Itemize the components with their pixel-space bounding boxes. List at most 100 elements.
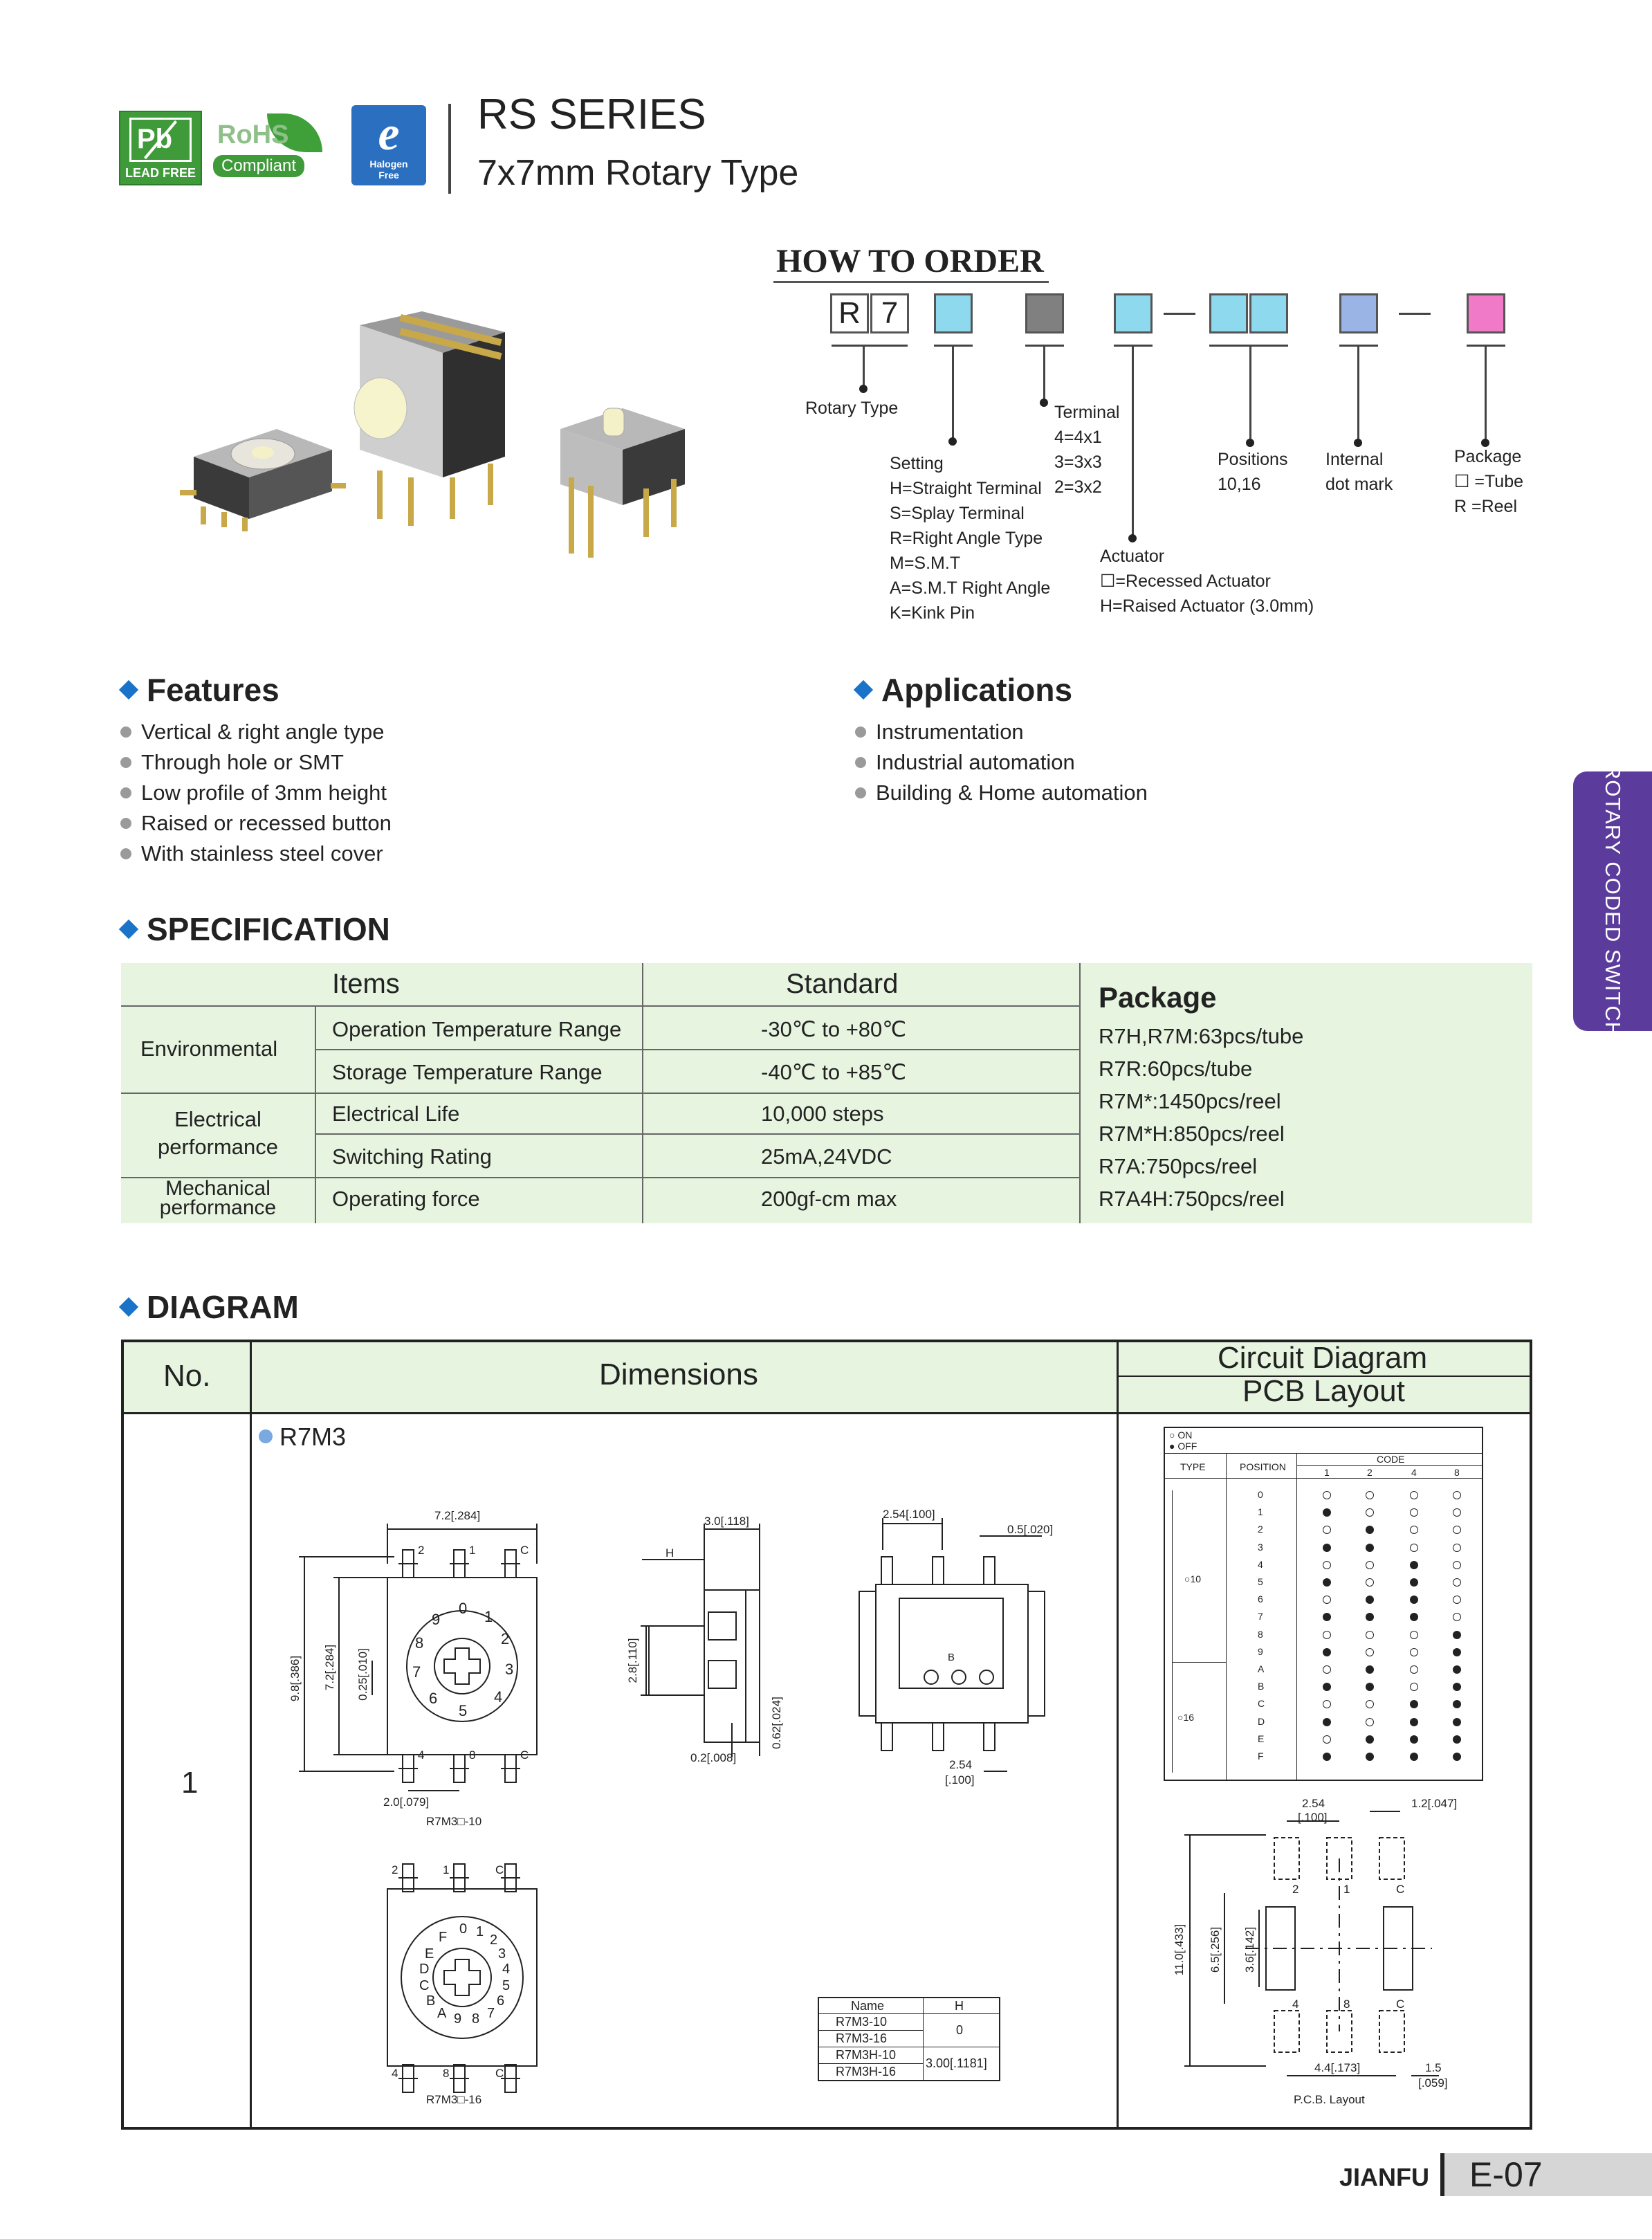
leader-underline-positions bbox=[1209, 345, 1288, 347]
how-to-order-title: HOW TO ORDER bbox=[776, 243, 1044, 280]
product-photo bbox=[180, 311, 685, 558]
dial-label: 7 bbox=[487, 2006, 495, 2021]
lead-free-badge: Pb LEAD FREE bbox=[119, 111, 202, 185]
leader-underline-rotary bbox=[832, 345, 908, 347]
dial-label: 8 bbox=[415, 1634, 423, 1652]
tt-code-col: 1 bbox=[1324, 1467, 1330, 1478]
switch-small-image bbox=[180, 429, 346, 531]
diamond-icon bbox=[118, 1297, 139, 1317]
package-line: R7A:750pcs/reel bbox=[1099, 1154, 1258, 1178]
tt-off-dot bbox=[1453, 1700, 1461, 1709]
spec-col-line bbox=[1079, 963, 1081, 1223]
tt-on-dot bbox=[1453, 1596, 1461, 1605]
pcb-top-right: 1.2[.047] bbox=[1411, 1797, 1457, 1810]
dial-label: A bbox=[437, 2006, 447, 2021]
tt-off-dot bbox=[1323, 1613, 1331, 1622]
pin-label: 8 bbox=[469, 1748, 475, 1762]
truth-table: ○ ON ● OFF TYPE POSITION CODE 1 2 4 8 ○1… bbox=[1164, 1427, 1483, 1781]
pcb-layout-drawing: 2.54 [.100] 1.2[.047] 11.0[.433] 6.5[.25… bbox=[1173, 1797, 1457, 2106]
tt-off-dot bbox=[1453, 1647, 1461, 1656]
feature-item: Low profile of 3mm height bbox=[120, 780, 387, 805]
tt-on-dot bbox=[1410, 1647, 1418, 1656]
tt-off-dot bbox=[1366, 1735, 1374, 1744]
diagram-col-circuit: Circuit Diagram bbox=[1218, 1341, 1428, 1375]
tt-off-dot bbox=[1410, 1613, 1418, 1622]
dial-label: 4 bbox=[502, 1962, 510, 1977]
dial-label: 9 bbox=[432, 1611, 440, 1628]
actuator-line: Actuator bbox=[1100, 547, 1165, 566]
application-item: Building & Home automation bbox=[855, 780, 1148, 805]
actuator-line: ☐=Recessed Actuator bbox=[1100, 572, 1271, 591]
dial-10-labels: 0 1 2 3 4 5 6 7 8 9 bbox=[412, 1600, 513, 1719]
model-label: R7M3 bbox=[279, 1423, 347, 1451]
tt-off-dot bbox=[1323, 1717, 1331, 1726]
tt-on-dot bbox=[1453, 1491, 1461, 1499]
pcb-left-mid: 6.5[.256] bbox=[1209, 1927, 1222, 1973]
dial-label: 0 bbox=[459, 1921, 467, 1937]
tt-on-dot bbox=[1453, 1543, 1461, 1552]
leader-package bbox=[1485, 345, 1487, 443]
tt-off-dot bbox=[1410, 1700, 1418, 1709]
diagram-col-line bbox=[250, 1342, 252, 2127]
tt-on-dot bbox=[1366, 1647, 1374, 1656]
tt-on-dot bbox=[1410, 1508, 1418, 1517]
tt-on-dot bbox=[1323, 1560, 1331, 1569]
application-item: Industrial automation bbox=[855, 750, 1075, 775]
diagram-row-no: 1 bbox=[181, 1766, 199, 1800]
spec-value: 10,000 steps bbox=[761, 1102, 884, 1126]
tt-code-col: 2 bbox=[1367, 1467, 1373, 1478]
diagram-col-pcb: PCB Layout bbox=[1242, 1374, 1405, 1408]
tt-off-dot bbox=[1366, 1526, 1374, 1535]
tt-position: 1 bbox=[1258, 1506, 1263, 1518]
tt-off-dot bbox=[1323, 1543, 1331, 1552]
tt-position: B bbox=[1258, 1681, 1265, 1692]
tt-on-dot bbox=[1366, 1508, 1374, 1517]
tt-off-dot bbox=[1366, 1613, 1374, 1622]
leader-dot-rotary bbox=[859, 385, 868, 393]
tt-on-dot bbox=[1410, 1665, 1418, 1674]
spec-group-line: Electrical bbox=[174, 1107, 261, 1131]
code-box-internal bbox=[1339, 293, 1378, 333]
pin-label: 1 bbox=[469, 1544, 475, 1557]
tt-position: F bbox=[1258, 1751, 1264, 1762]
dial-label: 3 bbox=[498, 1946, 506, 1962]
setting-line: K=Kink Pin bbox=[890, 603, 975, 623]
tt-on-dot bbox=[1323, 1491, 1331, 1499]
back-view-drawing: 2.54[.100] 0.5[.020] B 2.54 [.100] bbox=[859, 1508, 1053, 1786]
tt-off-dot bbox=[1366, 1543, 1374, 1552]
pin-label: C bbox=[520, 1544, 529, 1557]
spec-item: Switching Rating bbox=[332, 1144, 492, 1169]
dial-16-labels: 0 1 2 3 4 5 6 7 8 9 A B C D E F bbox=[419, 1921, 510, 2027]
dim-back-bottom-2: [.100] bbox=[945, 1773, 975, 1786]
tt-on-dot bbox=[1323, 1596, 1331, 1605]
tt-code-col: 8 bbox=[1454, 1467, 1460, 1478]
tt-position: 0 bbox=[1258, 1489, 1263, 1500]
side-tab bbox=[1573, 771, 1652, 1031]
tt-off-dot bbox=[1410, 1596, 1418, 1605]
legend-off: ● OFF bbox=[1169, 1441, 1197, 1452]
tt-on-dot bbox=[1323, 1665, 1331, 1674]
dial-label: F bbox=[439, 1930, 447, 1945]
diagram-header-bg bbox=[124, 1342, 1530, 1412]
code-box-positions-2 bbox=[1249, 293, 1288, 333]
tt-on-dot bbox=[1410, 1630, 1418, 1639]
diagram-heading: DIAGRAM bbox=[118, 1288, 299, 1326]
tt-position: 2 bbox=[1258, 1524, 1263, 1535]
dim-small: 0.25[.010] bbox=[356, 1648, 369, 1701]
dial-label: 5 bbox=[459, 1702, 467, 1719]
tt-on-dot bbox=[1453, 1578, 1461, 1587]
tt-off-dot bbox=[1453, 1735, 1461, 1744]
tt-on-dot bbox=[1366, 1630, 1374, 1639]
name-cell: R7M3-16 bbox=[836, 2031, 888, 2045]
spec-row-line bbox=[121, 1177, 1080, 1178]
spec-item: Operation Temperature Range bbox=[332, 1017, 622, 1041]
tt-position: 6 bbox=[1258, 1593, 1263, 1605]
spec-col-line bbox=[315, 1005, 316, 1223]
diamond-icon bbox=[118, 679, 139, 700]
spec-item: Storage Temperature Range bbox=[332, 1060, 603, 1084]
package-line: R7H,R7M:63pcs/tube bbox=[1099, 1024, 1304, 1048]
tt-off-dot bbox=[1323, 1647, 1331, 1656]
tt-on-dot bbox=[1323, 1700, 1331, 1709]
tt-col-position: POSITION bbox=[1240, 1461, 1286, 1472]
pin-label: 2 bbox=[418, 1544, 424, 1557]
